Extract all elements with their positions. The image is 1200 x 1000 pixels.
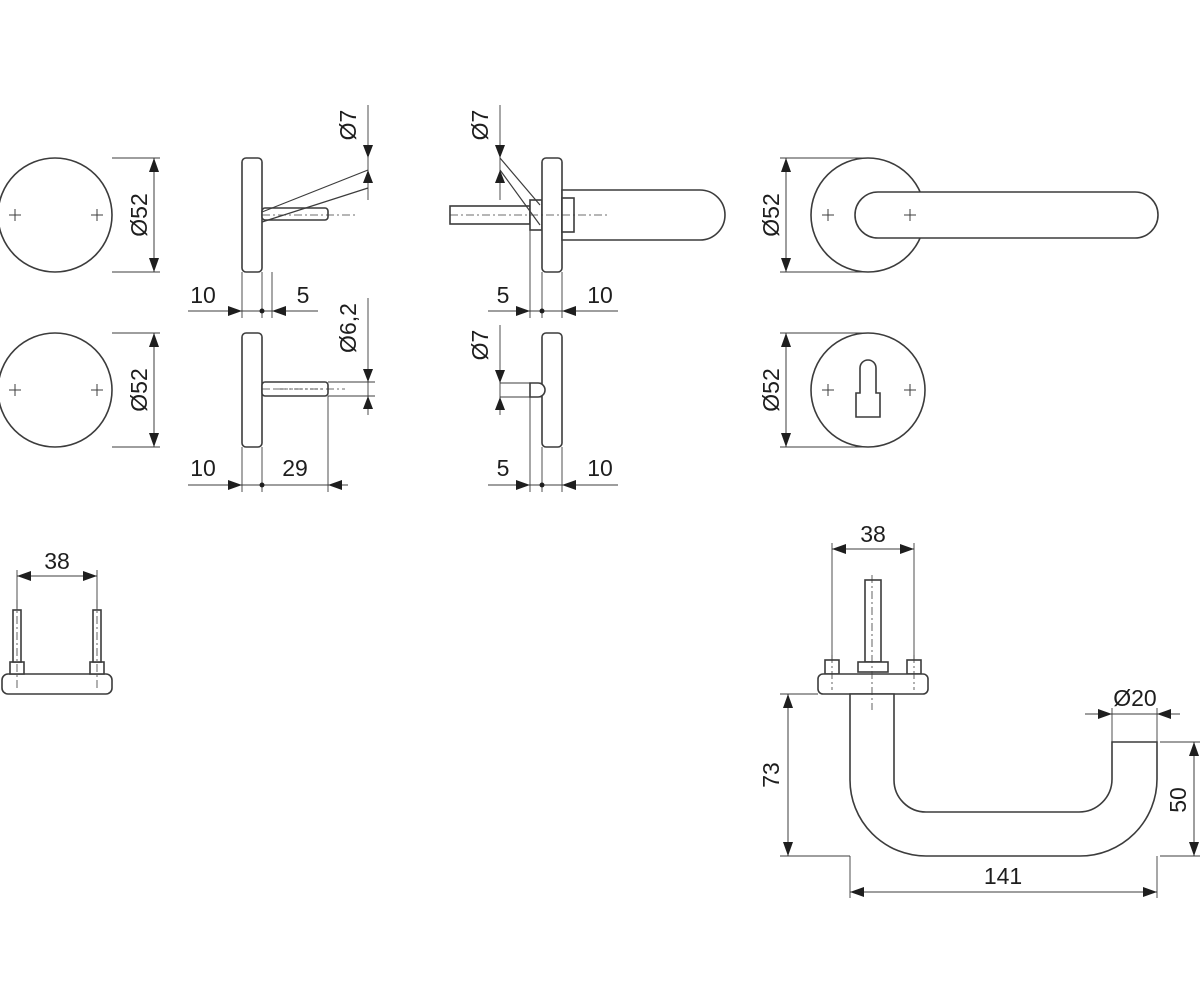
rosette-diameter-label: Ø52 [758,193,784,236]
rosette-diameter-label: Ø52 [758,368,784,411]
rosette-diameter-label: Ø52 [126,368,152,411]
handle-side-view: Ø7 5 10 [449,105,726,318]
left-offset-label: 5 [497,455,510,481]
right-offset-label: 10 [587,282,613,308]
pin-diameter-label: Ø7 [335,110,361,141]
projection-label: 141 [984,863,1022,889]
plate-side-view-straight-pin: Ø6,2 10 29 [188,298,375,492]
right-offset-label: 5 [297,282,310,308]
bolt-spacing-label: 38 [860,521,886,547]
plate-side-view-angled-pin: Ø7 10 5 [188,105,373,318]
mounting-plate-bolt-view: 38 [1,548,113,695]
pin-diameter-label: Ø6,2 [335,303,361,353]
left-offset-label: 10 [190,282,216,308]
left-offset-label: 5 [497,282,510,308]
profile-cylinder-keyhole-icon [855,359,881,418]
plate-side-view-short-pin: Ø7 5 10 [467,325,618,492]
pin-diameter-label: Ø7 [467,330,493,361]
pin-length-label: 29 [282,455,308,481]
height-label: 73 [758,762,784,788]
grip-height-label: 50 [1165,787,1191,813]
round-rosette-top-view: Ø52 [0,157,160,273]
pin-diameter-label: Ø7 [467,110,493,141]
right-offset-label: 10 [587,455,613,481]
rosette-diameter-label: Ø52 [126,193,152,236]
round-rosette-bottom-view: Ø52 [0,332,160,448]
grip-diameter-label: Ø20 [1113,685,1156,711]
escutcheon-front-view: Ø52 [758,332,926,448]
handle-front-view: Ø52 [758,157,1159,273]
u-handle-side-view: 38 Ø20 73 50 141 [758,521,1200,898]
bolt-spacing-label: 38 [44,548,70,574]
left-offset-label: 10 [190,455,216,481]
